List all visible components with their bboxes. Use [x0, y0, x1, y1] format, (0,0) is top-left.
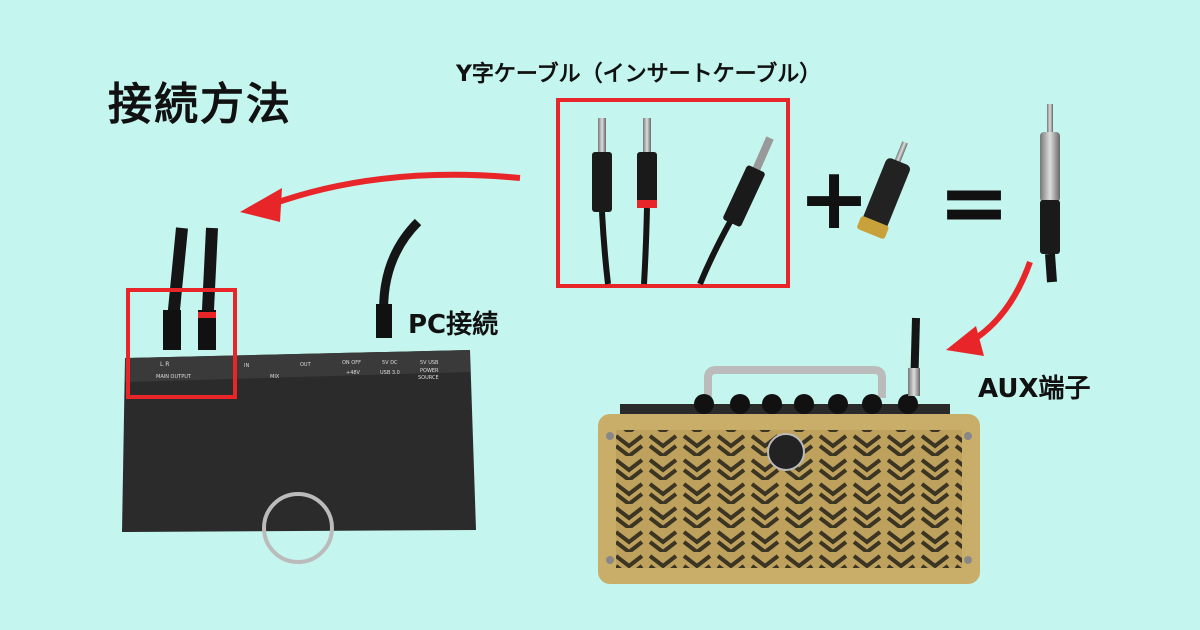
phantom-label: +48V [346, 370, 361, 376]
out-label: OUT [300, 362, 312, 368]
aux-terminal-label: AUX端子 [978, 374, 1091, 404]
dc-label: 5V DC [382, 360, 398, 366]
plus-sign: + [798, 149, 870, 249]
audio-interface: L R MAIN OUTPUT IN MIX OUT ON OFF +48V 5… [122, 218, 476, 564]
cable-title: Y字ケーブル（インサートケーブル） [456, 62, 822, 87]
equals-sign: = [938, 153, 1010, 253]
usb5v-label: 5V USB [420, 360, 439, 366]
source-label: SOURCE [418, 375, 439, 381]
plug-left [163, 310, 181, 350]
usb-plug [376, 304, 392, 338]
lr-label: L R [160, 361, 169, 368]
on-off-label: ON OFF [342, 360, 361, 366]
in-label: IN [244, 363, 249, 369]
guitar-amp [598, 317, 980, 584]
mix-label: MIX [270, 374, 280, 380]
yamaha-logo-icon [262, 492, 334, 564]
arrow-cable-to-interface [240, 171, 521, 222]
amp-knobs [694, 394, 918, 414]
usb-label: USB 3.0 [380, 370, 400, 376]
combined-plug [1040, 104, 1060, 283]
main-output-label: MAIN OUTPUT [156, 374, 192, 380]
power-label: POWER [420, 368, 439, 374]
adapter [857, 141, 910, 239]
amp-logo-icon [767, 433, 805, 471]
page-title: 接続方法 [108, 79, 292, 130]
main-output-highlight-box [126, 288, 237, 399]
amp-handle [704, 366, 886, 398]
pc-connection-label: PC接続 [408, 310, 499, 340]
y-cable [556, 98, 790, 288]
arrow-plug-to-aux [946, 260, 1033, 356]
plug-right [198, 310, 216, 350]
